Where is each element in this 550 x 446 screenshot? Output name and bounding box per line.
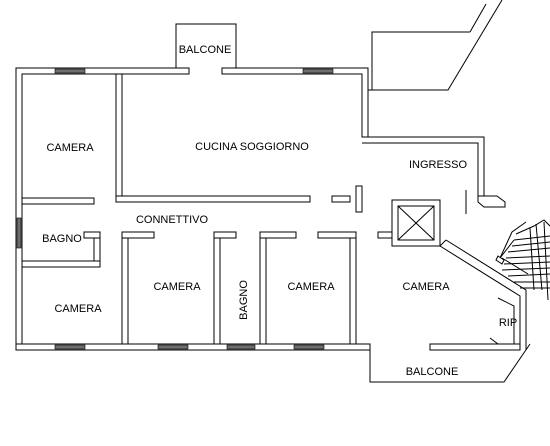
label-bagno-west: BAGNO	[42, 233, 82, 245]
stairs	[495, 219, 550, 301]
room-labels: CAMERA CUCINA SOGGIORNO INGRESSO BAGNO C…	[42, 44, 517, 378]
balcony-bottom	[369, 343, 531, 383]
label-camera-se: CAMERA	[402, 281, 450, 293]
label-camera-s2: CAMERA	[287, 281, 335, 293]
label-connettivo: CONNETTIVO	[136, 214, 209, 226]
label-bagno-mid: BAGNO	[238, 280, 250, 320]
stair-walls	[439, 239, 527, 350]
label-balcone-bottom: BALCONE	[406, 366, 459, 378]
label-camera-s1: CAMERA	[153, 281, 201, 293]
label-camera-sw: CAMERA	[54, 303, 102, 315]
label-ingresso: INGRESSO	[409, 159, 468, 171]
balcony-top	[175, 23, 237, 68]
label-camera-nw: CAMERA	[46, 142, 94, 154]
elevator-shaft	[391, 199, 441, 247]
label-cucina-soggiorno: CUCINA SOGGIORNO	[195, 141, 309, 153]
label-rip: RIP	[499, 317, 517, 329]
windows	[16, 68, 334, 350]
label-balcone-top: BALCONE	[179, 44, 232, 56]
interior-walls	[21, 73, 393, 345]
external-area	[368, 0, 503, 91]
